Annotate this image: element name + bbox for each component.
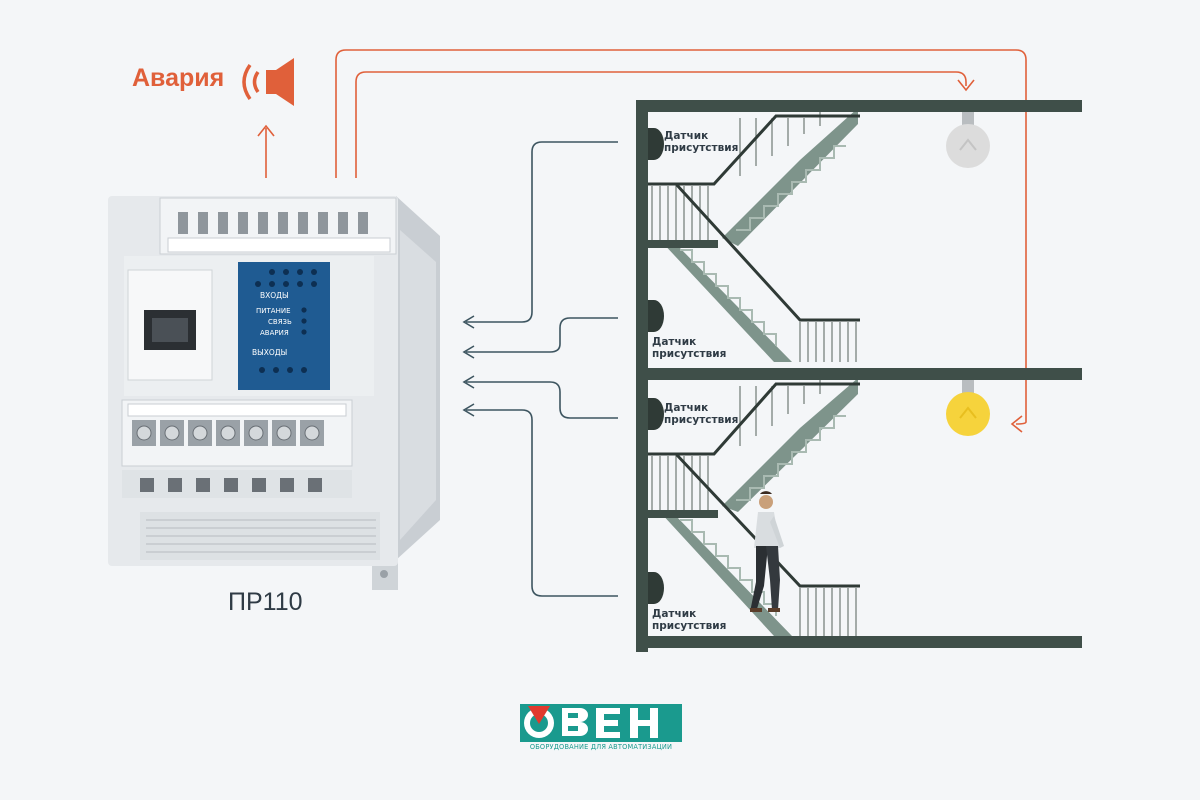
alarm-arrow xyxy=(257,124,275,137)
device-name: ПР110 xyxy=(228,588,303,616)
stair-flight xyxy=(660,512,792,636)
output-signal-lines xyxy=(257,49,1027,433)
stair-flight xyxy=(660,240,792,362)
lamp2-arrow xyxy=(1010,415,1023,433)
floor-top xyxy=(636,100,1082,112)
input-signal-lines xyxy=(462,141,618,597)
handrail xyxy=(674,182,860,322)
handrail xyxy=(674,452,860,588)
alarm-label: Авария xyxy=(132,64,225,92)
bottom-terminal-screws xyxy=(132,420,324,446)
outputs-label: ВЫХОДЫ xyxy=(252,348,287,357)
sensor3-line xyxy=(466,381,618,419)
floor-middle xyxy=(636,368,1082,380)
handrail xyxy=(648,114,860,186)
sensor4-line xyxy=(466,409,618,597)
logo-tagline: ОБОРУДОВАНИЕ ДЛЯ АВТОМАТИЗАЦИИ xyxy=(529,743,673,751)
top-terminal-screws xyxy=(178,212,368,234)
sensor1-line xyxy=(466,141,618,323)
inputs-label: ВХОДЫ xyxy=(260,291,289,300)
stairwell-building xyxy=(636,100,1082,652)
oven-logo xyxy=(520,704,682,742)
person-figure xyxy=(750,491,784,612)
handrail xyxy=(648,382,860,456)
sensor-icon xyxy=(648,300,664,332)
alarm-led-label: АВАРИЯ xyxy=(260,329,289,337)
sensor-icon xyxy=(648,572,664,604)
power-label: ПИТАНИЕ xyxy=(256,307,291,315)
lamp2-signal-line xyxy=(335,49,1027,425)
link-label: СВЯЗЬ xyxy=(268,318,292,326)
status-panel xyxy=(238,262,330,390)
stair-flight xyxy=(722,108,858,246)
sensor-icon xyxy=(648,128,664,160)
floor-bottom xyxy=(636,636,1082,648)
speaker-icon xyxy=(242,58,294,106)
lamp-off-icon xyxy=(946,112,990,168)
lamp1-arrow xyxy=(957,79,975,92)
sensor-icon xyxy=(648,398,664,430)
lamp1-signal-line xyxy=(355,71,967,178)
presence-sensors xyxy=(648,128,664,604)
lamp-on-icon xyxy=(946,380,990,436)
sensor2-line xyxy=(466,317,618,353)
stair-flight xyxy=(722,378,858,512)
plc-device: ВХОДЫ ПИТАНИЕ СВЯЗЬ АВАРИЯ ВЫХОДЫ xyxy=(108,196,440,590)
